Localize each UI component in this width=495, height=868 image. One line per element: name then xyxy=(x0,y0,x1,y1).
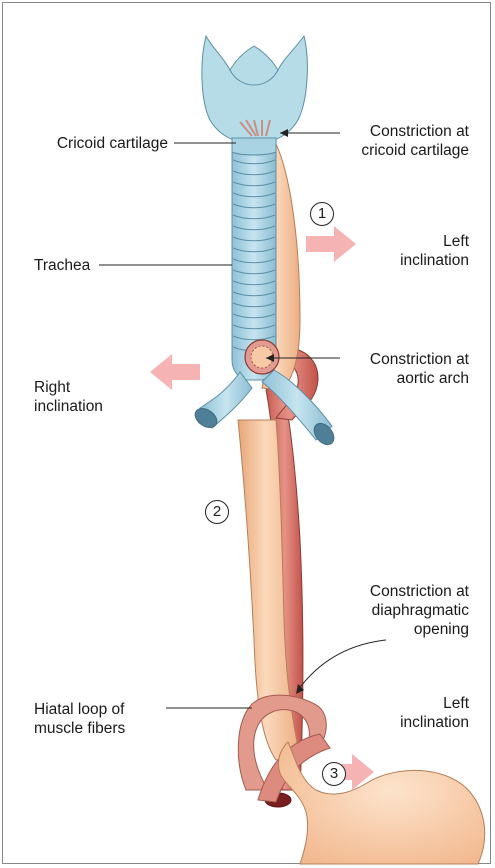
label-constriction-cricoid-2: cricoid cartilage xyxy=(361,141,469,160)
marker-1: 1 xyxy=(310,202,334,226)
marker-2: 2 xyxy=(205,500,229,524)
label-cricoid-cartilage: Cricoid cartilage xyxy=(57,134,168,153)
label-constriction-diaphragm-1: Constriction at xyxy=(370,582,469,601)
label-hiatal-loop-2: muscle fibers xyxy=(34,719,125,738)
label-constriction-diaphragm-3: opening xyxy=(414,620,469,639)
cricoid-cartilage xyxy=(232,138,276,155)
marker-3: 3 xyxy=(322,762,346,786)
label-left-inclination-top-2: inclination xyxy=(400,251,469,270)
label-constriction-cricoid-1: Constriction at xyxy=(370,122,469,141)
label-left-inclination-top-1: Left xyxy=(443,232,469,251)
label-right-inclination-2: inclination xyxy=(34,397,103,416)
arrow-right-inclination xyxy=(150,354,200,390)
label-left-inclination-bottom-1: Left xyxy=(443,694,469,713)
arrow-left-inclination-top xyxy=(306,226,356,262)
label-trachea: Trachea xyxy=(34,256,90,275)
label-constriction-diaphragm-2: diaphragmatic xyxy=(372,601,469,620)
label-hiatal-loop-1: Hiatal loop of xyxy=(34,700,124,719)
stomach xyxy=(278,742,484,864)
label-constriction-aortic-1: Constriction at xyxy=(370,350,469,369)
label-constriction-aortic-2: aortic arch xyxy=(397,369,469,388)
label-right-inclination-1: Right xyxy=(34,378,70,397)
label-left-inclination-bottom-2: inclination xyxy=(400,713,469,732)
thyroid-cartilage xyxy=(202,36,307,146)
